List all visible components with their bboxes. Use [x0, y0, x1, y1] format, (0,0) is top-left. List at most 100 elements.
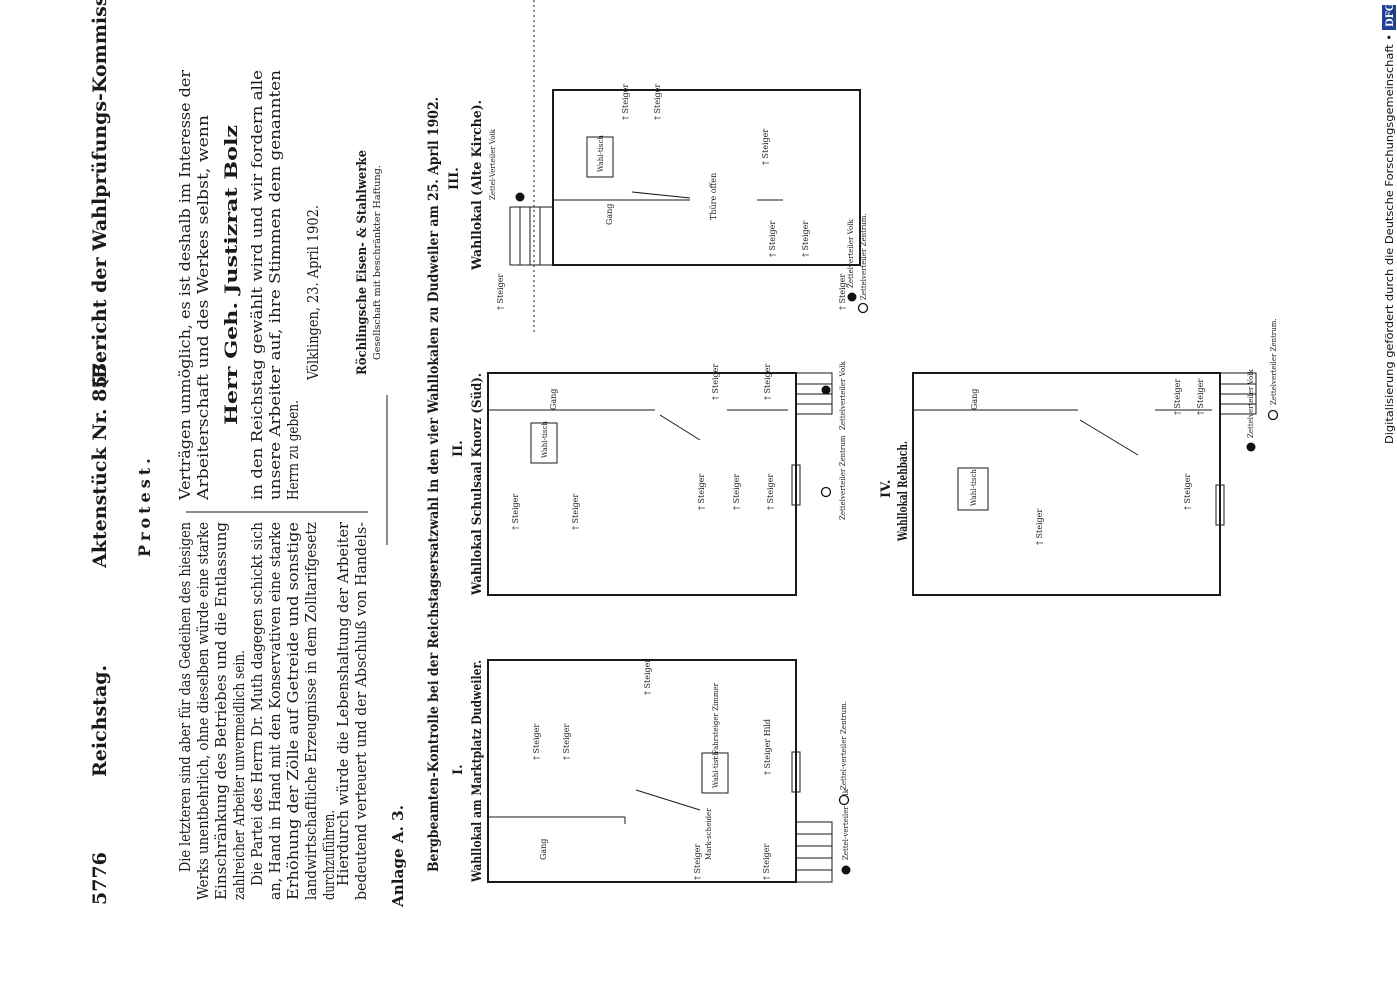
marker-steiger: † Steiger: [838, 274, 847, 310]
label-volk: Zettel-verteiler Volk: [842, 788, 850, 860]
page-number: 5776: [89, 852, 111, 905]
marker-steiger: † Steiger: [763, 364, 772, 400]
zentrum-marker: [857, 302, 869, 314]
text-line: bedeutend verteuert und der Abschluß von…: [354, 522, 370, 900]
place-date: Völklingen, 23. April 1902.: [306, 205, 322, 381]
voting-table: [957, 467, 989, 511]
volk-marker: [847, 292, 857, 302]
marker-markscheider: Mark-scheider: [705, 808, 713, 860]
text-line: Werks unentbehrlich, ohne dieselben würd…: [196, 522, 212, 900]
window: [791, 464, 801, 506]
marker-steiger: † Steiger: [697, 474, 706, 510]
label-gang: Gang: [549, 389, 558, 410]
room-outline: [552, 89, 861, 266]
table-label: Wahl-tisch: [597, 135, 605, 172]
plan-caption: Wahllokal Schulsaal Knorz (Süd).: [470, 373, 485, 596]
marker-steiger: † Steiger: [562, 724, 571, 760]
header-aktenstueck: Aktenstück Nr. 857.: [89, 356, 111, 569]
label-door: Thüre offen: [709, 173, 718, 220]
door-line: [659, 414, 701, 441]
right-text-column: Protest. Verträgen unmöglich, es ist des…: [135, 70, 383, 557]
marker-steiger: † Steiger: [653, 84, 662, 120]
text-line: landwirtschaftliche Erzeugnisse in dem Z…: [304, 522, 320, 900]
plan-numeral: II.: [451, 440, 466, 457]
volk-marker: [821, 385, 831, 395]
marker-steiger: † Steiger: [732, 474, 741, 510]
header-reichstag: Reichstag.: [89, 665, 111, 777]
label-volk-top: Zettel-Verteiler Volk: [489, 128, 497, 200]
marker-steiger: † Steiger: [801, 221, 810, 257]
label-zentrum: Zettelverteiler Zentrum: [839, 435, 847, 520]
protest-heading: Protest.: [135, 454, 154, 557]
marker-steiger: † Steiger: [571, 494, 580, 530]
text-line: durchzuführen.: [322, 810, 338, 900]
plan-caption: Wahllokal (Alte Kirche).: [470, 100, 485, 271]
label-zentrum: Zettel-verteiler Zentrum.: [840, 701, 848, 790]
company-sub: Gesellschaft mit beschränkter Haftung.: [372, 165, 383, 360]
label-volk: Zettelverteiler Volk: [847, 219, 855, 288]
plan-3: III. Wahllokal (Alte Kirche). Zettel-Ver…: [447, 0, 869, 332]
company-name: Röchlingsche Eisen- & Stahlwerke: [355, 150, 370, 375]
volk-marker: [841, 865, 851, 875]
marker-steiger: † Steiger: [766, 474, 775, 510]
left-text-column: Die letzteren sind aber für das Gedeihen…: [178, 522, 370, 900]
marker-steiger: † Steiger: [762, 844, 771, 880]
header-bericht: (Bericht der Wahlprüfungs-Kommission.): [89, 0, 111, 388]
table-label: Wahl-tisch: [712, 751, 720, 788]
marker-steiger: † Steiger: [621, 84, 630, 120]
credit-text: Digitalisierung gefördert durch die Deut…: [1383, 34, 1396, 444]
table-label: Wahl-tisch: [541, 421, 549, 458]
text-line: Einschränkung des Betriebes und die Entl…: [214, 522, 230, 900]
marker-steiger: † Steiger: [768, 221, 777, 257]
anlage-title: Bergbeamten-Kontrolle bei der Reichstags…: [426, 97, 442, 872]
label-volk: Zettelverteiler Volk: [839, 361, 847, 430]
marker-steiger-hild: † Steiger Hild: [763, 719, 772, 775]
marker-fahrsteiger: † Fahrsteiger Zimmer: [712, 682, 720, 760]
marker-steiger: † Steiger: [511, 494, 520, 530]
room-outline: [912, 372, 1221, 596]
volk-marker: [1246, 442, 1256, 452]
plan-2: II. Wahllokal Schulsaal Knorz (Süd). Gan…: [451, 361, 847, 596]
volk-marker: [515, 192, 525, 202]
marker-steiger: † Steiger: [1196, 379, 1205, 415]
voting-table: [530, 422, 558, 464]
label-zentrum: Zettelverteiler Zentrum.: [860, 213, 868, 300]
text-line: Verträgen unmöglich, es ist deshalb im I…: [178, 70, 194, 501]
label-gang: Gang: [539, 839, 548, 860]
plan-numeral: III.: [447, 167, 462, 190]
label-volk: Zettelverteiler Volk: [1247, 369, 1255, 438]
label-gang: Gang: [970, 389, 979, 410]
room-outline: [487, 372, 797, 596]
table-label: Wahl-tisch: [970, 469, 978, 506]
text-line: unsere Arbeiter auf, ihre Stimmen dem ge…: [268, 70, 284, 500]
digitization-credit: Digitalisierung gefördert durch die Deut…: [1382, 3, 1396, 444]
zentrum-marker: [820, 486, 832, 498]
label-zentrum: Zettelverteiler Zentrum.: [1270, 318, 1278, 405]
voting-table: [586, 136, 614, 178]
text-line: Die letzteren sind aber für das Gedeihen…: [178, 522, 194, 872]
voting-table: [701, 752, 729, 794]
plan-numeral: I.: [451, 764, 466, 775]
stairs: [509, 206, 554, 266]
door-line: [1079, 419, 1139, 456]
door-line: [631, 191, 691, 199]
text-line: zahlreicher Arbeiter unvermeidlich sein.: [232, 650, 248, 900]
plan-4: IV. Wahllokal Rehbach. Gang Wahl-tisch †…: [879, 318, 1279, 596]
marker-steiger: † Steiger: [1173, 379, 1182, 415]
marker-steiger: † Steiger: [1183, 474, 1192, 510]
anlage-label: Anlage A. 3.: [389, 805, 407, 908]
plan-numeral: IV.: [879, 480, 894, 498]
marker-steiger: † Steiger: [1035, 509, 1044, 545]
text-line: an, Hand in Hand mit den Konservativen e…: [268, 522, 284, 900]
window: [791, 751, 801, 793]
label-gang: Gang: [605, 204, 614, 225]
text-line: in den Reichstag gewählt wird und wir fo…: [250, 70, 266, 500]
marker-steiger: † Steiger: [761, 129, 770, 165]
page-header: 5776 Reichstag. Aktenstück Nr. 857. (Ber…: [89, 0, 111, 905]
marker-steiger: † Steiger: [532, 724, 541, 760]
door-line: [635, 789, 701, 811]
plan-1: I. Wahllokal am Marktplatz Dudweiler. Ga…: [451, 659, 851, 883]
text-line: Arbeiterschaft und des Werkes selbst, we…: [196, 115, 212, 501]
marker-steiger: † Steiger: [711, 364, 720, 400]
